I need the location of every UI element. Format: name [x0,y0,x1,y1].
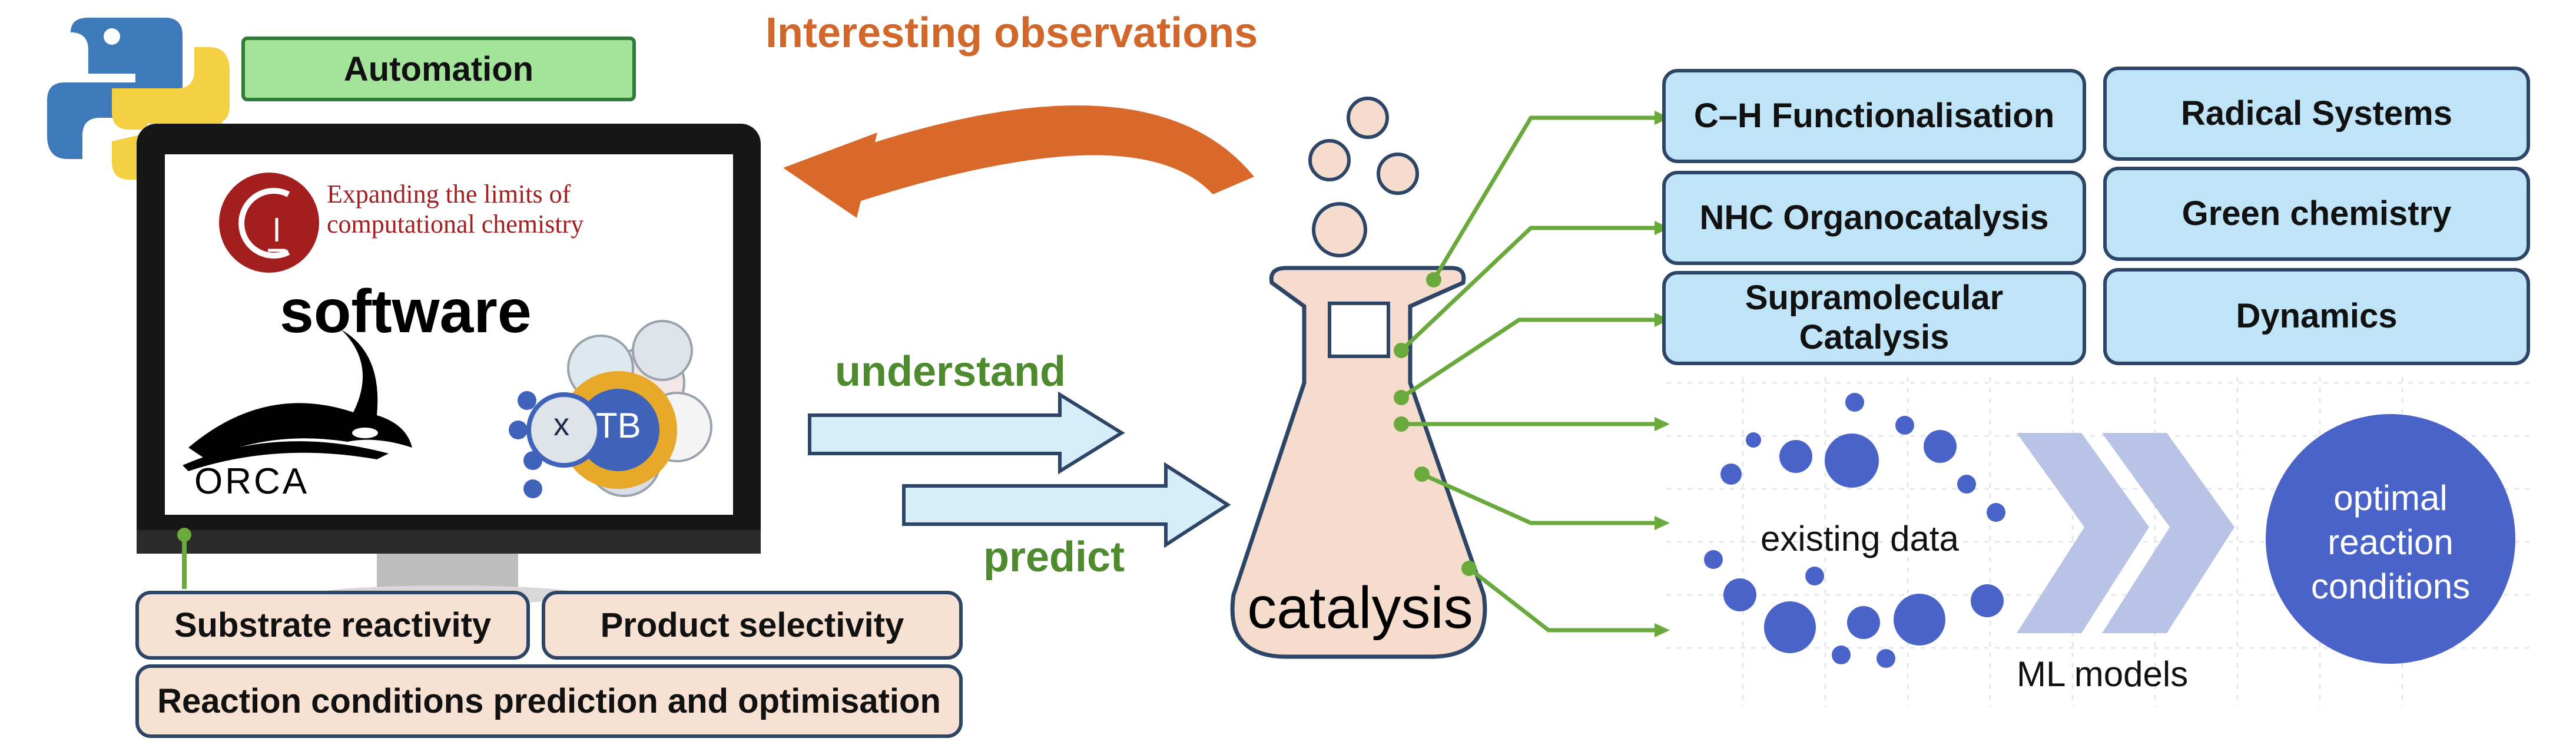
observations-title: Interesting observations [765,9,1258,57]
observations-arrow [783,105,1254,218]
catalysis-flask [1230,266,1487,659]
xtb-tb-label: TB [596,406,641,445]
understand-arrow [808,391,1125,475]
reaction-conditions-box: Reaction conditions prediction and optim… [135,664,963,738]
topic-dynamics: Dynamics [2103,268,2530,365]
ml-chevrons [2017,433,2234,633]
catalysis-label: catalysis [1247,575,1473,641]
product-selectivity-box: Product selectivity [542,591,963,660]
optimal-conditions-circle [2266,414,2515,664]
xtb-logo-icon [509,320,712,498]
connector-lines [1400,115,1655,633]
topic-ch-functionalisation: C–H Functionalisation [1662,69,2086,163]
topic-nhc-organocatalysis: NHC Organocatalysis [1662,171,2086,265]
software-label: software [280,277,532,346]
predict-arrow [902,462,1231,548]
substrate-reactivity-box: Substrate reactivity [135,591,530,660]
connector-arrowheads [1394,111,1670,637]
orca-label: ORCA [194,461,310,502]
comp-chem-logo-icon [219,173,319,273]
existing-data-dots [1704,393,2005,668]
ml-models-label: ML models [2017,654,2189,694]
understand-label: understand [835,348,1066,395]
topic-green-chemistry: Green chemistry [2103,167,2530,261]
xtb-x-label: x [553,407,569,442]
topic-supramolecular-catalysis: Supramolecular Catalysis [1662,271,2086,365]
predict-label: predict [983,534,1125,581]
topic-radical-systems: Radical Systems [2103,67,2530,161]
orca-whale-icon [183,330,412,471]
comp-chem-banner: Expanding the limits of computational ch… [327,180,584,239]
automation-box: Automation [241,37,636,101]
flask-bubbles [1308,97,1419,257]
optimal-conditions-label: optimal reaction conditions [2310,478,2471,606]
existing-data-label: existing data [1761,519,1959,558]
